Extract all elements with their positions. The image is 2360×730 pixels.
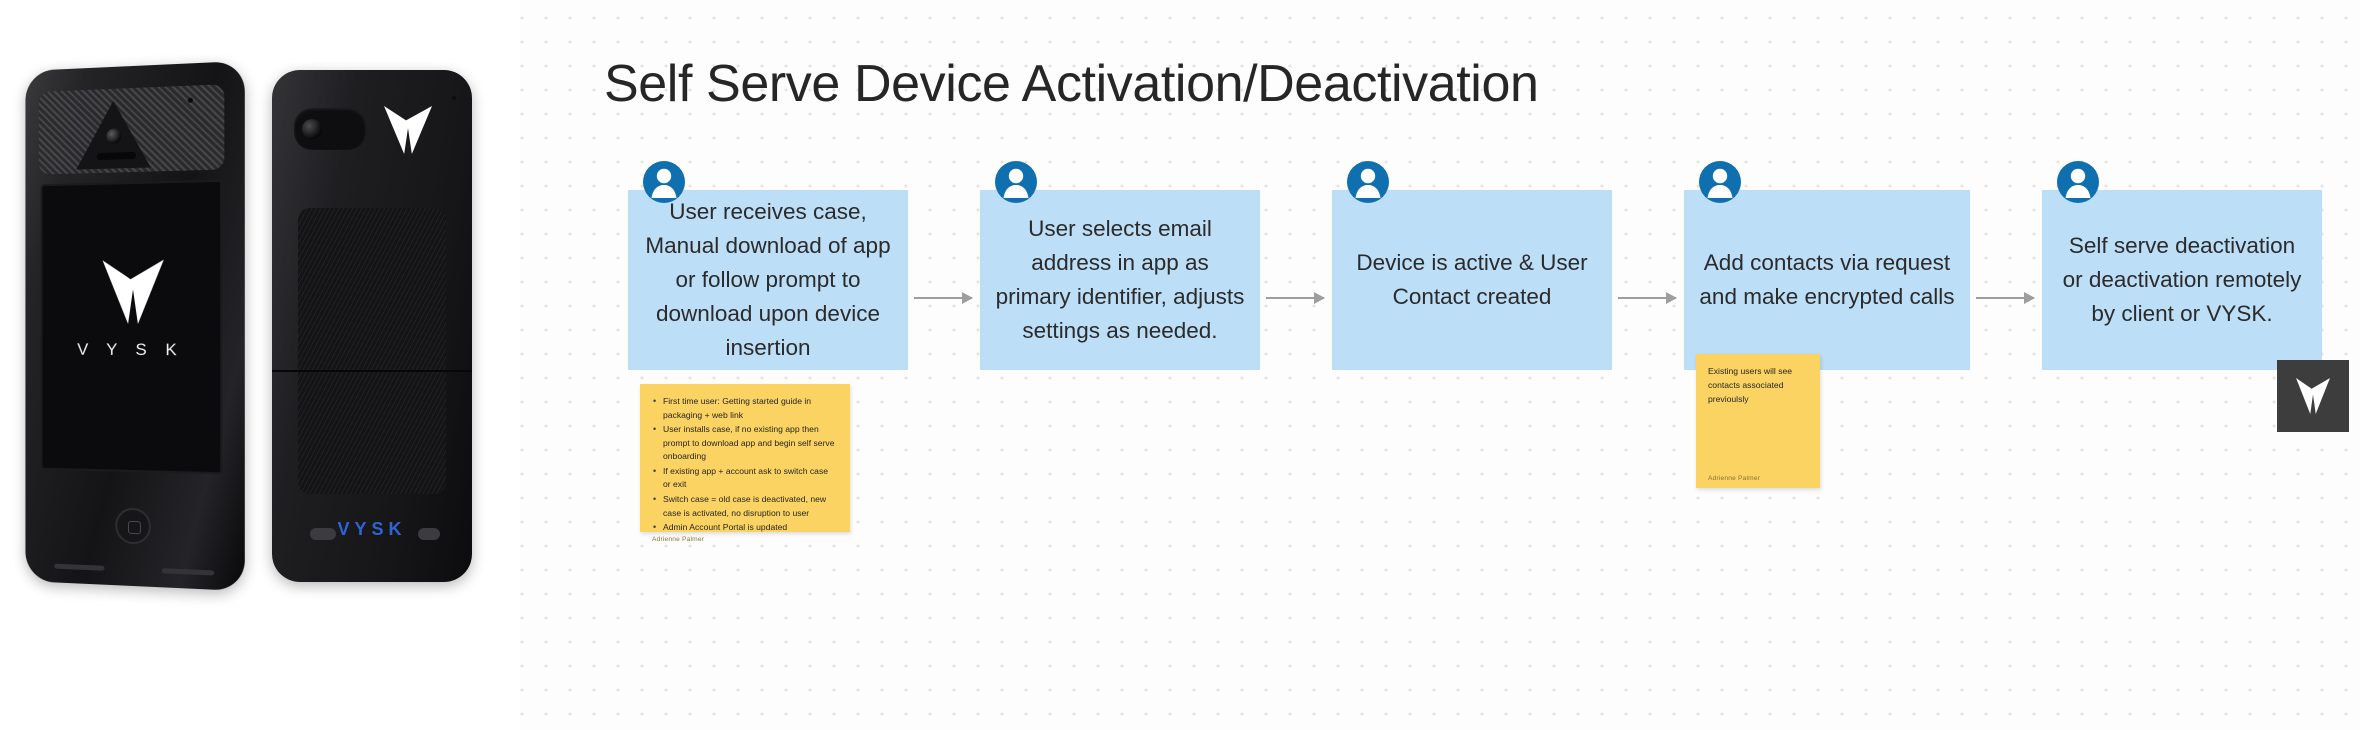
arrow-right-icon-3 (1618, 292, 1677, 304)
phone-screen: V Y S K (40, 179, 223, 475)
speaker-vent-right (161, 568, 215, 576)
vysk-wordmark-front: V Y S K (77, 339, 184, 360)
sticky-note-2[interactable]: Existing users will see contacts associa… (1696, 354, 1820, 488)
flow-node-4-box[interactable]: Add contacts via request and make encryp… (1684, 190, 1970, 370)
case-button-right (418, 528, 440, 540)
page-title: Self Serve Device Activation/Deactivatio… (604, 55, 1539, 113)
user-avatar-icon (995, 161, 1037, 203)
arrow-right-icon-4 (1976, 292, 2035, 304)
flow-node-1-label: User receives case, Manual download of a… (645, 198, 891, 361)
vysk-phone-case-back-image: VYSK (272, 70, 472, 582)
user-avatar-icon (1347, 161, 1389, 203)
user-avatar-icon (1699, 161, 1741, 203)
vysk-phone-case-front-image: V Y S K (25, 60, 245, 592)
case-seam-line (272, 370, 472, 372)
product-image-panel: V Y S K VYSK (0, 0, 520, 730)
flow-node-4-label: Add contacts via request and make encryp… (1699, 249, 1955, 309)
vysk-wordmark-back: VYSK (337, 519, 407, 539)
vysk-chevron-icon (384, 106, 432, 154)
sticky-bullet: First time user: Getting started guide i… (652, 394, 838, 422)
flow-node-5-label: Self serve deactivation or deactivation … (2062, 232, 2302, 327)
arrow-right-icon-1 (914, 292, 973, 304)
flow-node-2-label: User selects email address in app as pri… (995, 215, 1245, 344)
sticky-note-2-text: Existing users will see contacts associa… (1708, 366, 1793, 404)
vysk-chevron-icon (103, 260, 164, 324)
sticky-bullet: Switch case = old case is deactivated, n… (652, 492, 838, 520)
sticky-note-1-author: Adrienne Palmer (652, 535, 705, 543)
sticky-note-2-author: Adrienne Palmer (1708, 475, 1761, 482)
case-textured-panel (298, 208, 446, 494)
vysk-corner-badge[interactable] (2277, 360, 2349, 432)
camera-lens-icon (302, 119, 322, 139)
speaker-vent-left (54, 563, 105, 571)
flow-node-1-box[interactable]: User receives case, Manual download of a… (628, 190, 908, 370)
case-button-left (310, 528, 336, 540)
sticky-note-1[interactable]: First time user: Getting started guide i… (640, 384, 850, 543)
flow-node-2-box[interactable]: User selects email address in app as pri… (980, 190, 1260, 370)
flow-node-3-box[interactable]: Device is active & User Contact created (1332, 190, 1612, 370)
case-camera-cutout (294, 108, 366, 150)
vysk-chevron-icon (2296, 378, 2330, 414)
flow-node-3-label: Device is active & User Contact created (1356, 249, 1588, 309)
sticky-bullet: If existing app + account ask to switch … (652, 464, 838, 492)
sticky-bullet: User installs case, if no existing app t… (652, 422, 838, 464)
home-button (115, 507, 151, 545)
user-avatar-icon (643, 161, 685, 203)
microphone-icon (452, 96, 456, 100)
arrow-right-icon-2 (1266, 292, 1325, 304)
sticky-bullet: Admin Account Portal is updated (652, 520, 838, 535)
flow-node-5-box[interactable]: Self serve deactivation or deactivation … (2042, 190, 2322, 370)
user-avatar-icon (2057, 161, 2099, 203)
camera-slot (96, 151, 136, 161)
sticky-note-1-bullets: First time user: Getting started guide i… (652, 394, 838, 536)
home-button-square-icon (128, 520, 141, 535)
